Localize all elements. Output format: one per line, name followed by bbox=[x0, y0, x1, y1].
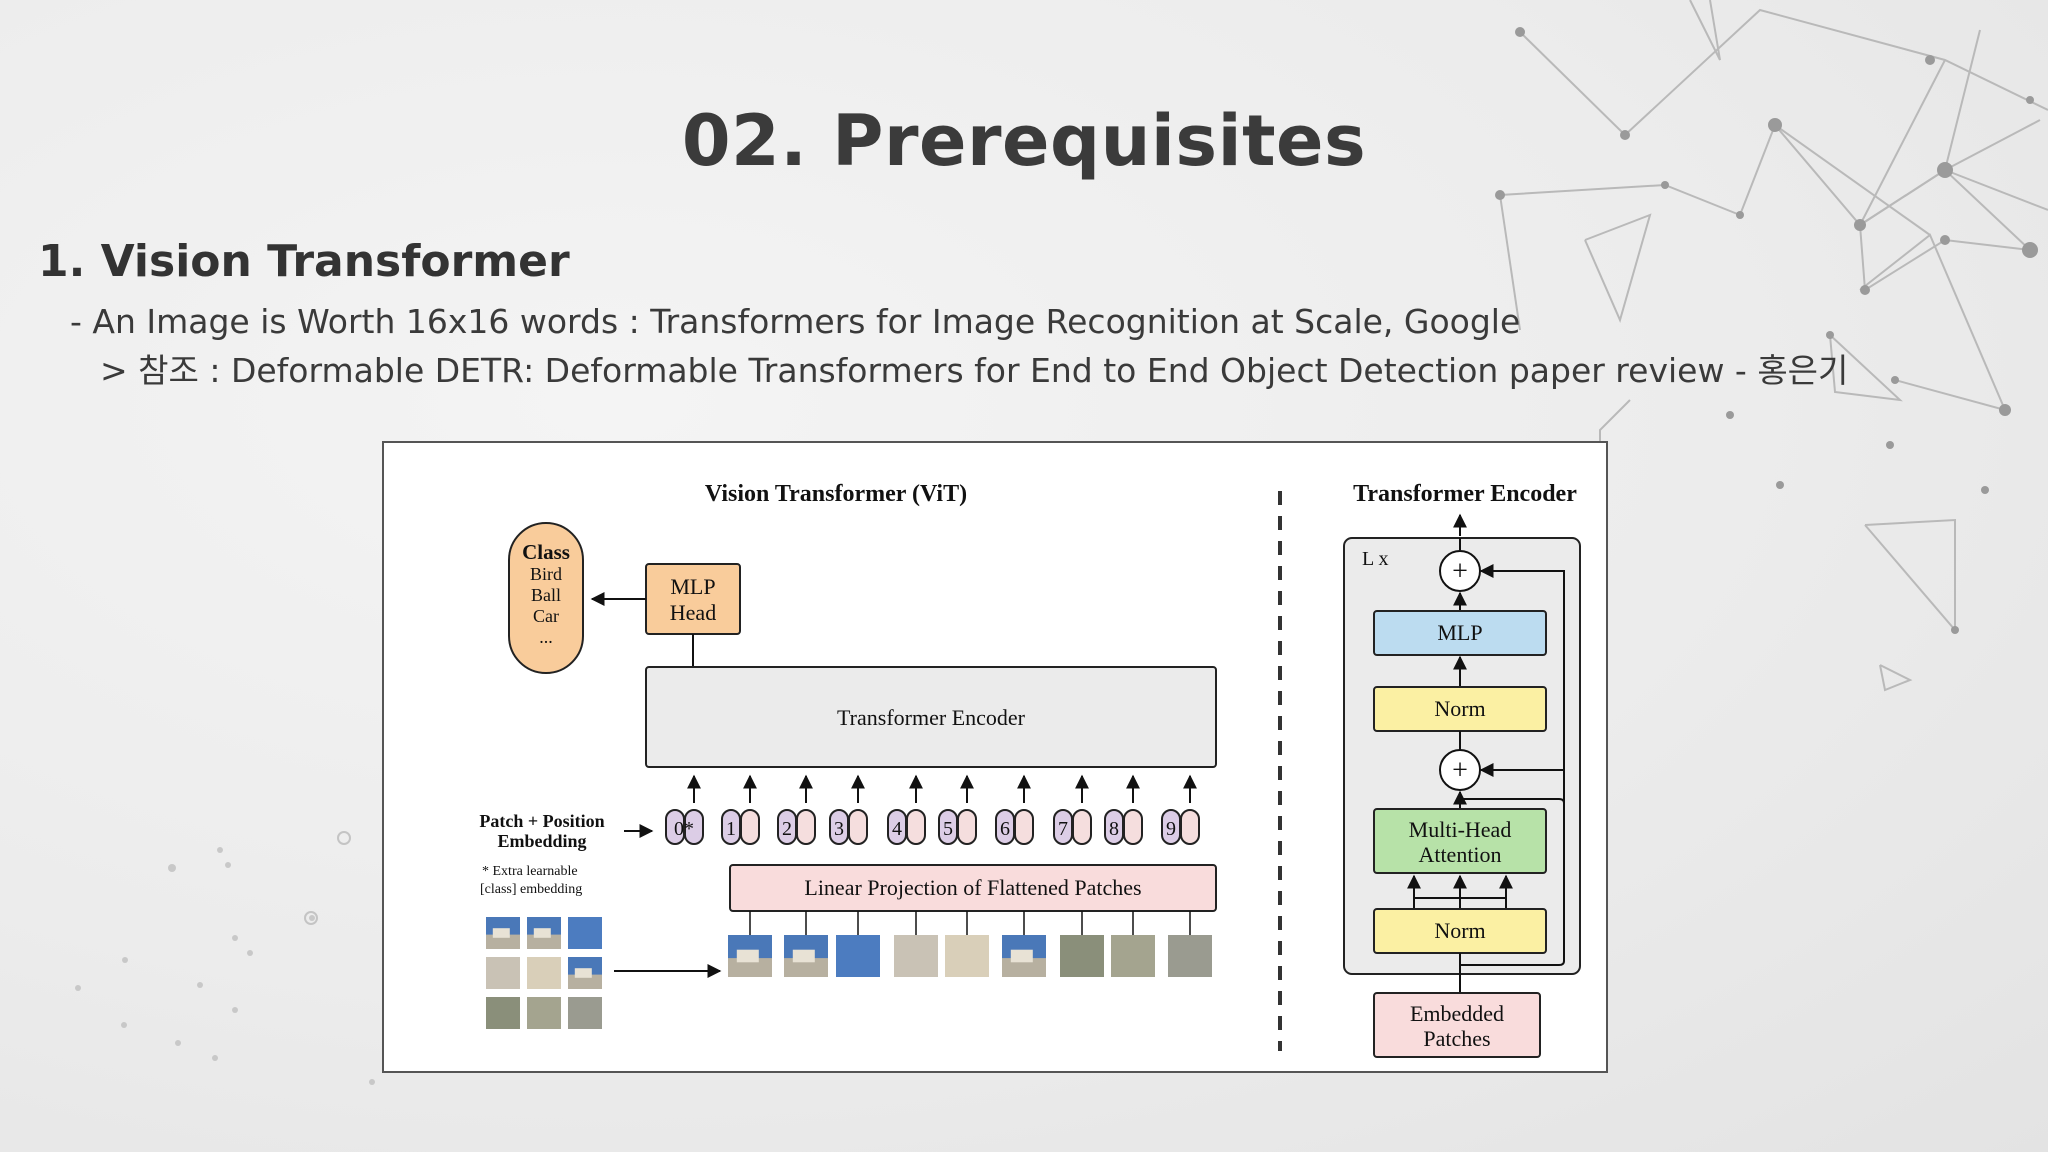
svg-text:1: 1 bbox=[726, 818, 736, 840]
token-7: 7 bbox=[1053, 809, 1092, 845]
patch-image-3 bbox=[836, 935, 880, 977]
patch-image-8 bbox=[1111, 935, 1155, 977]
section-title: 1. Vision Transformer bbox=[38, 236, 570, 287]
patch-position-label-1: Patch + Position bbox=[479, 811, 604, 831]
add-node-middle bbox=[1439, 749, 1481, 791]
svg-text:0*: 0* bbox=[674, 818, 694, 840]
linear-projection-box bbox=[729, 864, 1217, 912]
svg-text:9: 9 bbox=[1166, 818, 1176, 840]
svg-text:8: 8 bbox=[1109, 818, 1119, 840]
patch-position-label-2: Embedding bbox=[497, 831, 586, 851]
token-row: 0* 1 2 3 4 bbox=[665, 809, 1200, 845]
add-node-top-symbol: + bbox=[1452, 556, 1468, 587]
mlp-head-line2: Head bbox=[670, 600, 716, 625]
vit-architecture-figure: Vision Transformer (ViT) Class Bird Ball… bbox=[382, 441, 1608, 1073]
patch-image-2 bbox=[784, 935, 828, 977]
multi-head-attention-box bbox=[1373, 808, 1547, 874]
extra-learnable-note: * Extra learnable bbox=[482, 864, 578, 879]
svg-text:5: 5 bbox=[943, 818, 953, 840]
token-1: 1 bbox=[721, 809, 760, 845]
encoder-norm-top-label: Norm bbox=[1434, 696, 1485, 721]
flattened-patches bbox=[728, 935, 1212, 977]
patch-image-1 bbox=[728, 935, 772, 977]
patch-image-6 bbox=[1002, 935, 1046, 977]
token-8: 8 bbox=[1104, 809, 1143, 845]
transformer-encoder-box bbox=[645, 666, 1217, 768]
embedded-patches-label-1: Embedded bbox=[1410, 1001, 1504, 1026]
token-3: 3 bbox=[829, 809, 868, 845]
repeat-label: L x bbox=[1362, 548, 1388, 570]
slide-title: 02. Prerequisites bbox=[681, 100, 1367, 182]
token-5: 5 bbox=[938, 809, 977, 845]
patch-projection-lines bbox=[749, 911, 1191, 935]
class-item-car: Car bbox=[533, 606, 559, 626]
class-item-ellipsis: ... bbox=[539, 627, 553, 647]
residual-connections bbox=[1459, 564, 1565, 993]
mlp-head-line1: MLP bbox=[670, 574, 715, 599]
add-node-top bbox=[1439, 550, 1481, 592]
svg-text:6: 6 bbox=[1000, 818, 1010, 840]
class-title: Class bbox=[522, 540, 570, 564]
token-0: 0* bbox=[665, 809, 704, 845]
class-embedding-note: [class] embedding bbox=[480, 882, 582, 897]
qkv-arrows bbox=[1407, 874, 1513, 909]
embedded-patches-box bbox=[1373, 992, 1541, 1058]
input-image-grid bbox=[486, 917, 602, 1029]
token-arrows bbox=[687, 774, 1197, 803]
token-9: 9 bbox=[1161, 809, 1200, 845]
add-node-middle-symbol: + bbox=[1452, 755, 1468, 786]
paper-reference-text: - An Image is Worth 16x16 words : Transf… bbox=[70, 302, 1521, 341]
token-6: 6 bbox=[995, 809, 1034, 845]
patch-image-4 bbox=[894, 935, 938, 977]
linear-projection-label: Linear Projection of Flattened Patches bbox=[804, 875, 1141, 900]
vit-title: Vision Transformer (ViT) bbox=[705, 481, 967, 507]
patch-image-5 bbox=[945, 935, 989, 977]
token-4: 4 bbox=[887, 809, 926, 845]
class-output-box bbox=[508, 522, 584, 674]
svg-text:7: 7 bbox=[1058, 818, 1068, 840]
class-item-ball: Ball bbox=[531, 585, 561, 605]
embedded-patches-label-2: Patches bbox=[1423, 1026, 1490, 1051]
reference-source-text: > 참조 : Deformable DETR: Deformable Trans… bbox=[100, 351, 1849, 390]
transformer-encoder-label: Transformer Encoder bbox=[837, 705, 1026, 730]
attention-label-2: Attention bbox=[1418, 842, 1501, 867]
patch-image-9 bbox=[1168, 935, 1212, 977]
vit-diagram: Vision Transformer (ViT) Class Bird Ball… bbox=[479, 481, 1581, 1058]
attention-label-1: Multi-Head bbox=[1409, 817, 1512, 842]
encoder-norm-bottom-label: Norm bbox=[1434, 918, 1485, 943]
encoder-mlp-box bbox=[1373, 610, 1547, 656]
encoder-mlp-label: MLP bbox=[1437, 620, 1482, 645]
encoder-detail-title: Transformer Encoder bbox=[1353, 481, 1577, 507]
token-2: 2 bbox=[777, 809, 816, 845]
svg-text:3: 3 bbox=[834, 818, 844, 840]
class-item-bird: Bird bbox=[530, 564, 562, 584]
patch-image-7 bbox=[1060, 935, 1104, 977]
svg-text:2: 2 bbox=[782, 818, 792, 840]
svg-text:4: 4 bbox=[892, 818, 902, 840]
